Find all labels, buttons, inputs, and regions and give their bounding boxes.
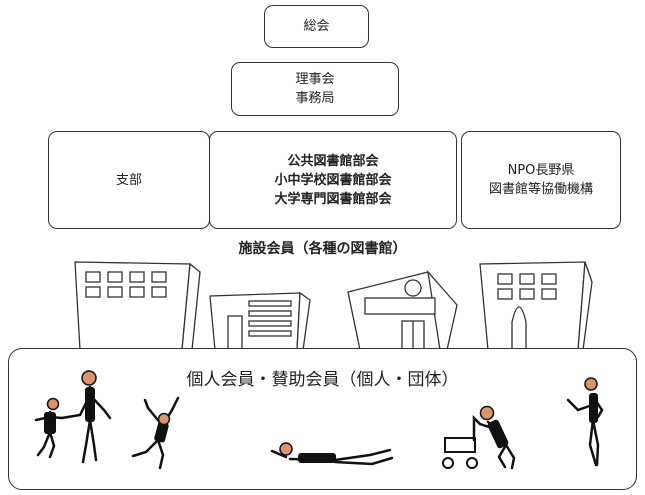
npo-line2: 図書館等協働機構 (488, 182, 593, 197)
board-label: 理事会 (295, 72, 335, 87)
secretariat-label: 事務局 (295, 91, 335, 106)
building-3-icon (347, 269, 458, 351)
section-public: 公共図書館部会 (287, 153, 379, 169)
section-school: 小中学校図書館部会 (274, 172, 392, 188)
npo-line1: NPO長野県 (507, 163, 575, 178)
jumping-child-icon (131, 396, 180, 470)
individual-members-box: 個人会員・賛助会員（個人・団体） (8, 348, 637, 490)
general-assembly-label: 総会 (303, 19, 330, 34)
npo-box: NPO長野県図書館等協働機構 (461, 131, 621, 229)
individual-members-label: 個人会員・賛助会員（個人・団体） (186, 370, 459, 390)
institutional-members-label: 施設会員（各種の図書館） (238, 241, 407, 257)
building-1-icon (74, 261, 201, 351)
section-university: 大学専門図書館部会 (274, 191, 392, 207)
branch-box: 支部 (48, 131, 210, 229)
branch-label: 支部 (115, 172, 142, 188)
sections-box: 公共図書館部会 小中学校図書館部会 大学専門図書館部会 (209, 131, 457, 229)
board-box: 理事会事務局 (231, 62, 399, 116)
faces (46, 370, 598, 456)
general-assembly-box: 総会 (264, 5, 369, 48)
